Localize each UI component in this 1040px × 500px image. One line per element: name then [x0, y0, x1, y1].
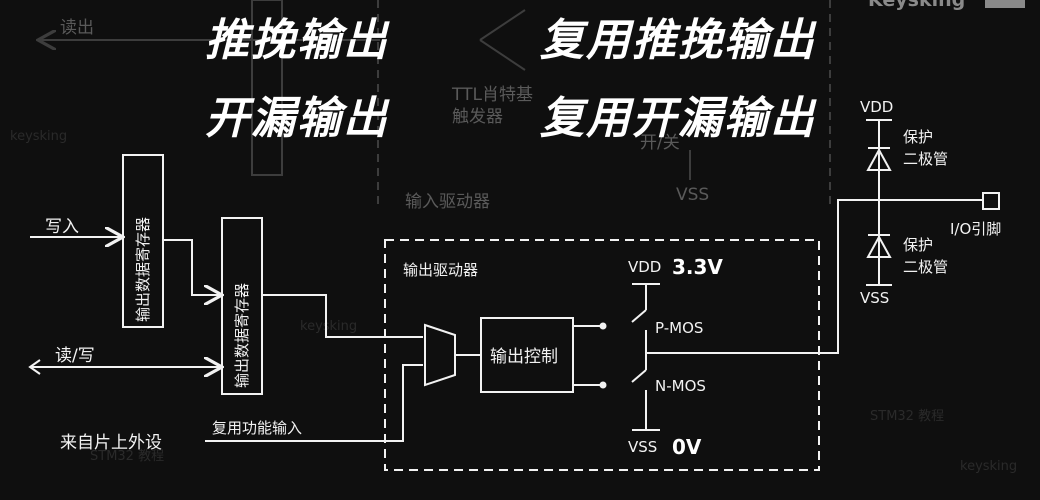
ttl-trigger-label: TTL肖特基 [451, 85, 533, 105]
io-pin-label: I/O引脚 [950, 220, 1001, 238]
vdd-voltage: 3.3V [672, 255, 723, 279]
brand-mark [985, 0, 1025, 8]
output-driver-label: 输出驱动器 [403, 261, 478, 279]
register-1-label: 输出数据寄存器 [134, 217, 152, 322]
title-open-drain: 开漏输出 [205, 93, 390, 144]
register-2-label: 输出数据寄存器 [233, 283, 251, 388]
mode-titles: 推挽输出 开漏输出 复用推挽输出 复用开漏输出 [205, 15, 817, 144]
ttl-trigger-ghost [479, 9, 526, 71]
io-pin [982, 192, 1000, 210]
reg1-to-reg2-wire [163, 239, 220, 295]
on-off-label: 开/关 [640, 133, 680, 153]
title-push-pull: 推挽输出 [205, 15, 390, 66]
vss-voltage: 0V [672, 435, 702, 459]
input-register-ghost [251, 0, 283, 176]
watermark-layer: keysking STM32 教程 keysking STM32 教程 keys… [10, 129, 1017, 474]
prot-diode-2-label: 保护 [903, 236, 933, 254]
watermark-text: STM32 教程 [90, 448, 164, 464]
write-in-label: 写入 [45, 217, 79, 237]
watermark-text: keysking [10, 129, 67, 144]
prot-diode-1-label-2: 二极管 [903, 150, 948, 168]
watermark-text: STM32 教程 [870, 408, 944, 424]
output-control-label: 输出控制 [490, 347, 558, 367]
brand-logo: Keysking [868, 0, 965, 11]
af-input-wire [205, 364, 423, 442]
output-driver-box [384, 239, 820, 471]
vdd-label: VDD [628, 258, 661, 276]
pmos-gate-dot [599, 322, 607, 330]
nmos-switch [631, 369, 647, 383]
title-af-push-pull: 复用推挽输出 [540, 15, 817, 66]
prot-diode-2 [866, 234, 892, 258]
nmos-gate-dot [599, 381, 607, 389]
output-to-pin-wire [646, 199, 983, 354]
read-write-label: 读/写 [55, 346, 95, 366]
pmos-switch [631, 309, 647, 323]
multiplexer [424, 323, 456, 387]
read-out-label: 读出 [60, 18, 94, 38]
af-output-label: 复用功能输入 [212, 419, 302, 437]
read-write-arrowhead-left [28, 359, 41, 375]
from-peripheral-label: 来自片上外设 [60, 433, 162, 453]
prot-diode-2-label-2: 二极管 [903, 258, 948, 276]
vss-label: VSS [628, 438, 657, 456]
watermark-text: keysking [960, 459, 1017, 474]
ttl-trigger-label-2: 触发器 [452, 107, 503, 127]
input-vss-label: VSS [676, 185, 709, 205]
output-data-register-2 [221, 217, 263, 395]
nmos-label: N-MOS [655, 377, 706, 395]
title-af-open-drain: 复用开漏输出 [540, 93, 817, 144]
watermark-text: keysking [300, 319, 357, 334]
prot-vss-label: VSS [860, 289, 889, 307]
pmos-label: P-MOS [655, 319, 703, 337]
reg2-to-mux-wire [262, 294, 423, 338]
prot-vdd-label: VDD [860, 98, 893, 116]
input-path-background: 读出 TTL肖特基 触发器 开/关 VSS 输入驱动器 [40, 0, 831, 212]
prot-diode-1 [866, 147, 892, 171]
input-driver-label: 输入驱动器 [405, 192, 490, 212]
prot-diode-1-label: 保护 [903, 128, 933, 146]
output-control-block [480, 317, 574, 393]
